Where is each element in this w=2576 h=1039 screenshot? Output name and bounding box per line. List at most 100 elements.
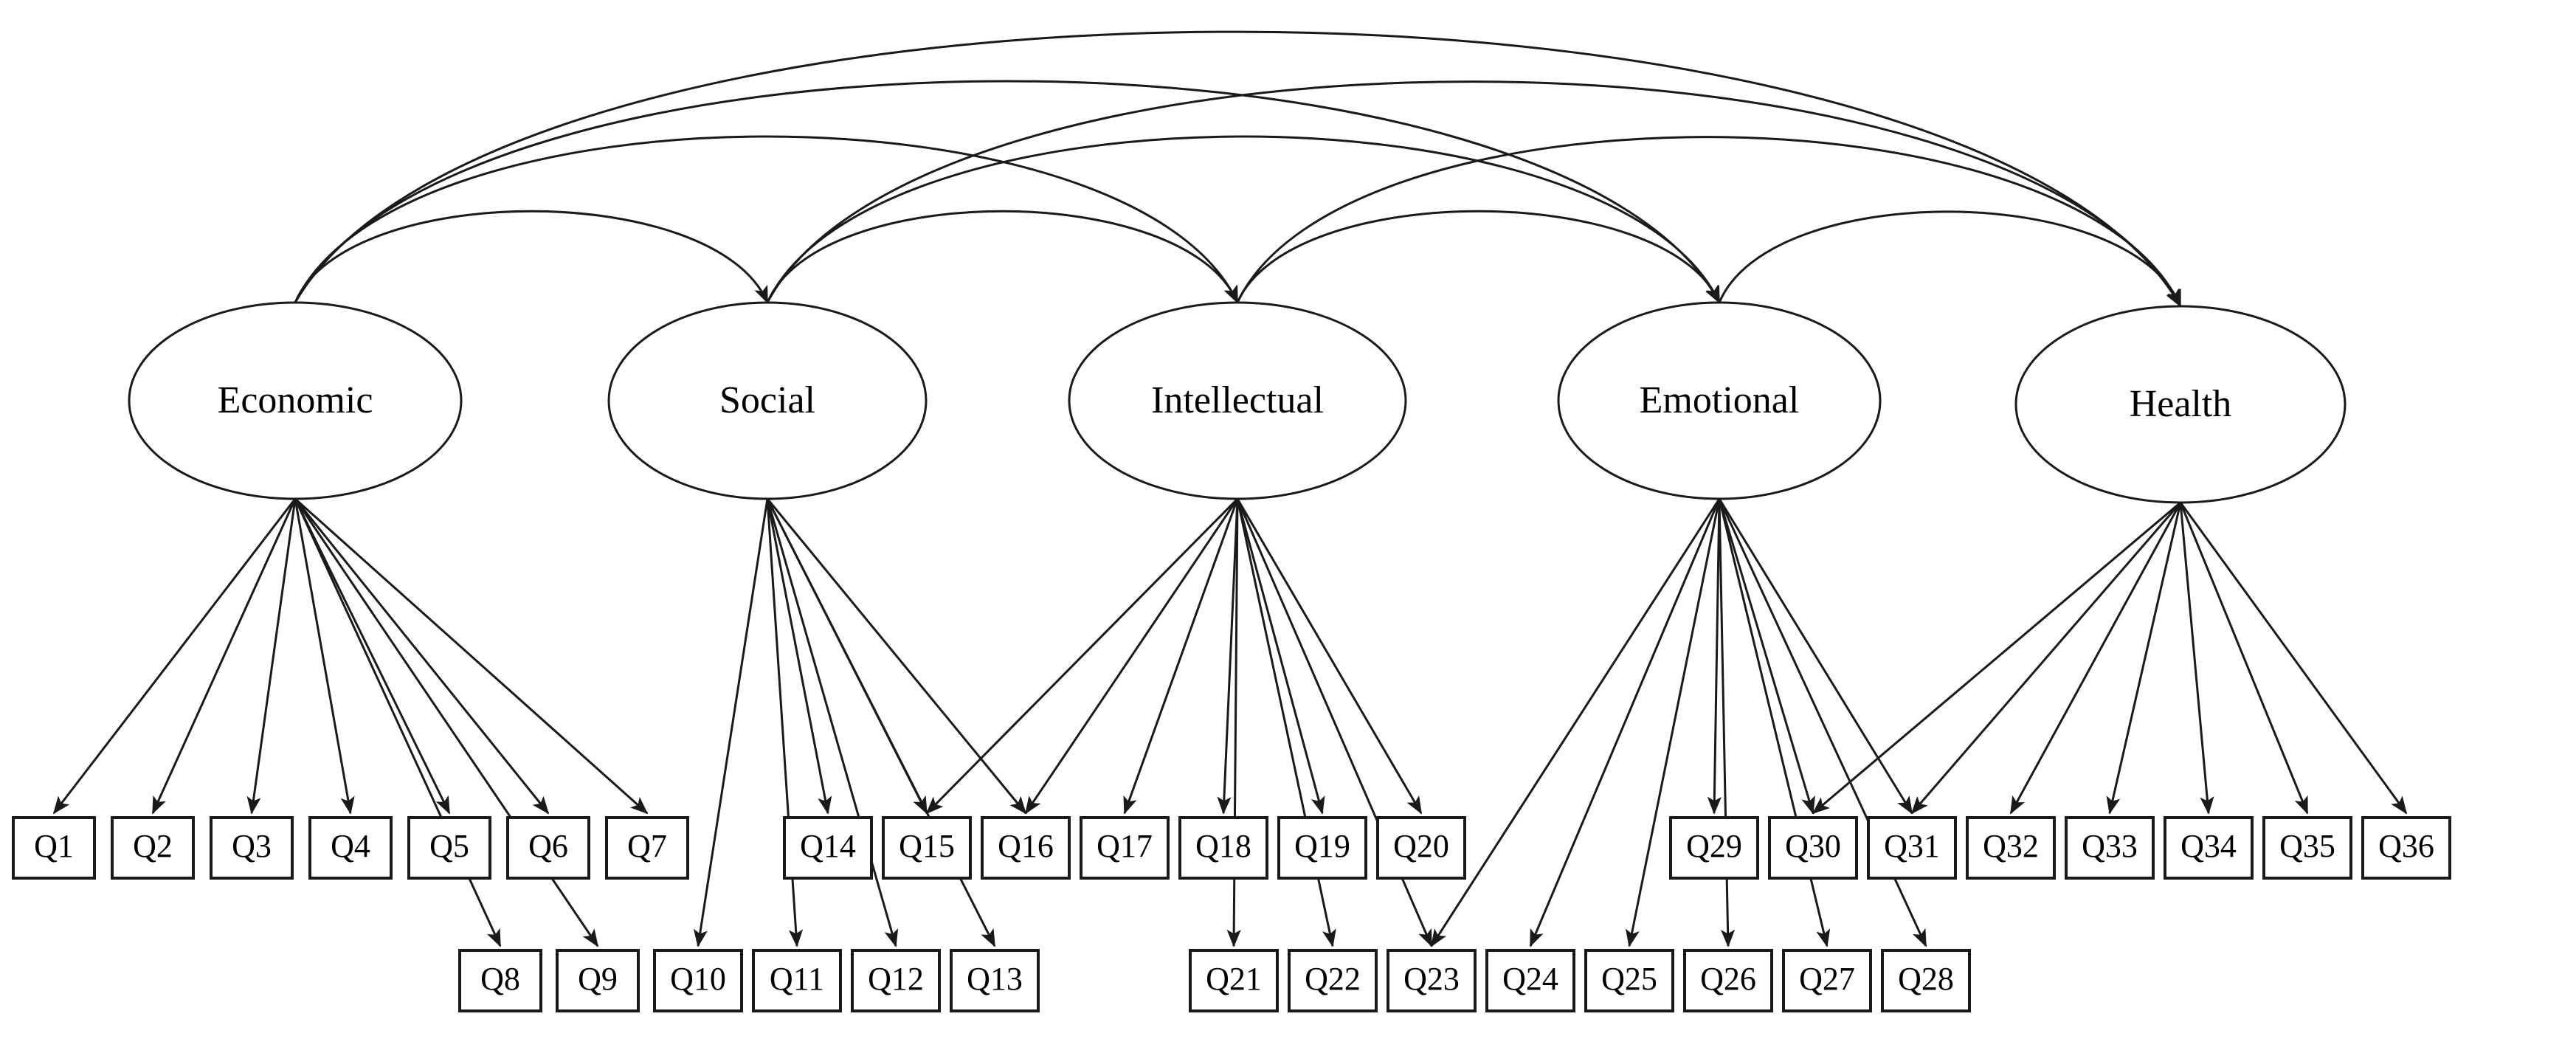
indicator-box-Q24: [1485, 949, 1575, 1012]
indicator-node-Q28[interactable]: Q28: [1881, 949, 1971, 1012]
indicator-label-Q1: Q1: [34, 828, 74, 864]
indicator-label-Q13: Q13: [967, 961, 1023, 997]
indicator-label-Q33: Q33: [2082, 828, 2138, 864]
indicator-node-Q34[interactable]: Q34: [2164, 816, 2254, 880]
indicator-box-Q17: [1080, 816, 1170, 880]
loading-arrow-health-Q32: [2009, 502, 2182, 815]
indicator-label-Q4: Q4: [331, 828, 370, 864]
indicator-node-Q14[interactable]: Q14: [783, 816, 873, 880]
indicator-node-Q10[interactable]: Q10: [653, 949, 743, 1012]
indicator-node-Q1[interactable]: Q1: [12, 816, 96, 880]
indicator-label-Q14: Q14: [800, 828, 856, 864]
indicator-node-Q20[interactable]: Q20: [1376, 816, 1466, 880]
covariance-arc-social-health: [753, 80, 2182, 321]
factor-node-intellectual[interactable]: Intellectual: [1068, 301, 1407, 500]
indicator-node-Q30[interactable]: Q30: [1768, 816, 1858, 880]
indicator-box-Q6: [506, 816, 590, 880]
loading-arrow-intellectual-Q19: [1236, 498, 1325, 815]
indicator-node-Q23[interactable]: Q23: [1387, 949, 1477, 1012]
indicator-node-Q7[interactable]: Q7: [605, 816, 689, 880]
indicator-node-Q11[interactable]: Q11: [752, 949, 842, 1012]
indicator-node-Q29[interactable]: Q29: [1669, 816, 1759, 880]
indicator-node-Q12[interactable]: Q12: [851, 949, 941, 1012]
loading-arrow-intellectual-Q17: [1123, 498, 1239, 815]
indicator-node-Q8[interactable]: Q8: [458, 949, 542, 1012]
indicator-label-Q36: Q36: [2378, 828, 2434, 864]
indicator-node-Q24[interactable]: Q24: [1485, 949, 1575, 1012]
loading-arrow-emotional-Q23: [1430, 498, 1721, 947]
indicator-node-Q16[interactable]: Q16: [981, 816, 1071, 880]
indicator-label-Q5: Q5: [429, 828, 469, 864]
factor-label-economic: Economic: [218, 379, 373, 421]
loading-arrow-intellectual-Q18: [1217, 498, 1239, 815]
indicator-node-Q4[interactable]: Q4: [308, 816, 393, 880]
indicator-label-Q7: Q7: [627, 828, 667, 864]
indicator-node-Q17[interactable]: Q17: [1080, 816, 1170, 880]
indicator-box-Q1: [12, 816, 96, 880]
indicator-box-Q3: [210, 816, 294, 880]
indicator-node-Q35[interactable]: Q35: [2262, 816, 2352, 880]
indicator-label-Q2: Q2: [133, 828, 173, 864]
indicator-node-Q27[interactable]: Q27: [1782, 949, 1872, 1012]
indicator-label-Q19: Q19: [1294, 828, 1350, 864]
loading-arrow-health-Q35: [2179, 502, 2309, 815]
loading-arrow-economic-Q1: [52, 498, 297, 815]
loading-arrow-health-Q36: [2179, 502, 2408, 815]
indicator-node-Q3[interactable]: Q3: [210, 816, 294, 880]
indicator-node-Q19[interactable]: Q19: [1277, 816, 1367, 880]
indicator-node-Q22[interactable]: Q22: [1288, 949, 1378, 1012]
factor-label-health: Health: [2130, 383, 2232, 425]
covariance-arc-social-emotional: [753, 135, 1721, 321]
loading-arrow-economic-Q6: [294, 498, 550, 815]
indicator-box-Q12: [851, 949, 941, 1012]
covariance-arc-economic-health: [280, 30, 2182, 321]
indicator-box-Q20: [1376, 816, 1466, 880]
indicator-box-Q36: [2361, 816, 2451, 880]
indicator-node-Q36[interactable]: Q36: [2361, 816, 2451, 880]
loading-arrow-intellectual-Q16: [1024, 498, 1239, 815]
indicator-node-Q26[interactable]: Q26: [1683, 949, 1773, 1012]
loading-arrow-economic-Q5: [294, 498, 451, 815]
covariance-arc-social-intellectual: [754, 210, 1239, 321]
factor-node-health[interactable]: Health: [2014, 305, 2347, 504]
indicator-box-Q11: [752, 949, 842, 1012]
indicator-box-Q23: [1387, 949, 1477, 1012]
indicator-box-Q26: [1683, 949, 1773, 1012]
indicator-node-Q33[interactable]: Q33: [2065, 816, 2155, 880]
factor-node-social[interactable]: Social: [607, 301, 928, 500]
indicator-box-Q2: [111, 816, 195, 880]
indicator-box-Q27: [1782, 949, 1872, 1012]
indicator-node-Q18[interactable]: Q18: [1178, 816, 1268, 880]
indicator-label-Q24: Q24: [1502, 961, 1558, 997]
covariance-arc-economic-social: [282, 210, 769, 321]
indicator-node-Q9[interactable]: Q9: [556, 949, 640, 1012]
indicator-node-Q2[interactable]: Q2: [111, 816, 195, 880]
indicator-label-Q9: Q9: [578, 961, 618, 997]
indicator-label-Q29: Q29: [1686, 828, 1742, 864]
indicator-node-Q15[interactable]: Q15: [882, 816, 972, 880]
factor-ellipse-economic: [128, 301, 463, 500]
indicator-box-Q8: [458, 949, 542, 1012]
indicator-node-Q32[interactable]: Q32: [1966, 816, 2056, 880]
indicator-box-Q30: [1768, 816, 1858, 880]
indicator-node-Q6[interactable]: Q6: [506, 816, 590, 880]
indicator-node-Q5[interactable]: Q5: [407, 816, 491, 880]
indicator-label-Q21: Q21: [1206, 961, 1262, 997]
factor-node-emotional[interactable]: Emotional: [1557, 301, 1882, 500]
indicator-node-Q21[interactable]: Q21: [1189, 949, 1279, 1012]
indicator-label-Q34: Q34: [2180, 828, 2237, 864]
indicator-box-Q18: [1178, 816, 1268, 880]
indicator-box-Q14: [783, 816, 873, 880]
indicator-node-Q31[interactable]: Q31: [1867, 816, 1957, 880]
indicator-box-Q5: [407, 816, 491, 880]
indicator-node-Q25[interactable]: Q25: [1584, 949, 1674, 1012]
indicator-box-Q25: [1584, 949, 1674, 1012]
indicator-box-Q32: [1966, 816, 2056, 880]
indicator-node-Q13[interactable]: Q13: [950, 949, 1040, 1012]
indicator-label-Q31: Q31: [1884, 828, 1940, 864]
indicator-label-Q25: Q25: [1601, 961, 1657, 997]
indicator-box-Q29: [1669, 816, 1759, 880]
factor-node-economic[interactable]: Economic: [128, 301, 463, 500]
